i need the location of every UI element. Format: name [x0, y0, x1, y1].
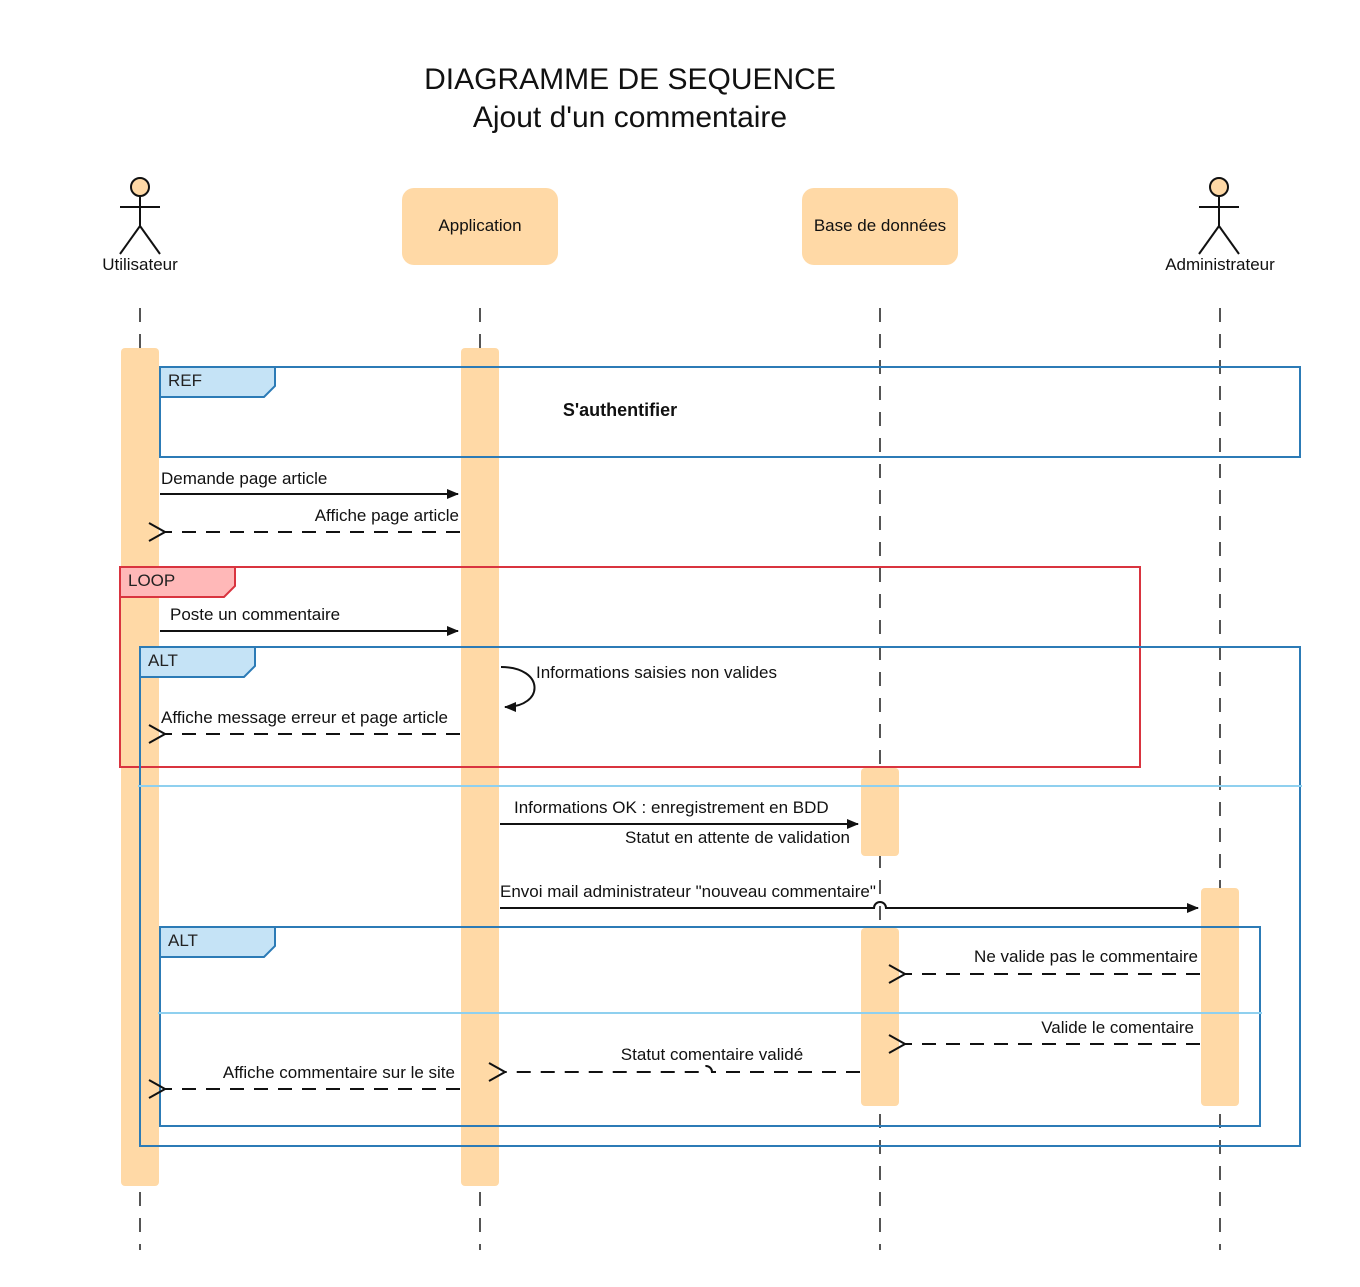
message-label: Affiche commentaire sur le site — [223, 1063, 455, 1082]
fragment-tag-alt — [139, 646, 256, 678]
diagram-subtitle: Ajout d'un commentaire — [473, 101, 787, 134]
message-label: Informations OK : enregistrement en BDD — [514, 798, 829, 817]
ref-text: S'authentifier — [563, 400, 677, 420]
message-infos-non-valides: Informations saisies non valides — [500, 663, 777, 712]
fragment-tag-ref — [159, 366, 276, 398]
fragment-ref: REF S'authentifier — [159, 366, 1301, 458]
activation-base-2 — [861, 928, 899, 1106]
participant-base: Base de données — [802, 188, 958, 265]
fragment-tag-label: REF — [168, 371, 202, 390]
message-affiche-commentaire: Affiche commentaire sur le site — [165, 1063, 460, 1089]
message-affiche-erreur: Affiche message erreur et page article — [161, 708, 460, 734]
message-label: Demande page article — [161, 469, 327, 488]
participant-application: Application — [402, 188, 558, 265]
fragment-tag-label: LOOP — [128, 571, 175, 590]
message-sublabel: Statut en attente de validation — [625, 828, 850, 847]
message-label: Statut comentaire validé — [621, 1045, 803, 1064]
participant-label-base: Base de données — [814, 216, 946, 235]
diagram-title: DIAGRAMME DE SEQUENCE — [424, 63, 836, 96]
message-statut-valide: Statut comentaire validé — [505, 1045, 860, 1072]
message-label: Affiche message erreur et page article — [161, 708, 448, 727]
message-label: Ne valide pas le commentaire — [974, 947, 1198, 966]
fragment-loop: LOOP — [119, 566, 1141, 768]
fragment-tag-loop — [119, 566, 236, 598]
message-envoi-mail: Envoi mail administrateur "nouveau comme… — [500, 882, 1199, 913]
lifelines — [139, 308, 1221, 1250]
fragment-tag-alt — [159, 926, 276, 958]
participant-label-application: Application — [438, 216, 521, 235]
fragment-alt-inner: ALT — [158, 926, 1262, 1127]
actor-label-utilisateur: Utilisateur — [102, 255, 178, 274]
message-label: Envoi mail administrateur "nouveau comme… — [500, 882, 876, 901]
activation-base-1 — [861, 768, 899, 856]
activation-administrateur — [1201, 888, 1239, 1106]
message-infos-ok: Informations OK : enregistrement en BDD … — [500, 798, 859, 847]
message-poste-commentaire: Poste un commentaire — [160, 605, 459, 636]
fragment-tag-label: ALT — [168, 931, 198, 950]
actor-administrateur: Administrateur — [1165, 177, 1275, 274]
message-label: Poste un commentaire — [170, 605, 340, 624]
message-affiche-page: Affiche page article — [165, 506, 460, 532]
message-ne-valide-pas: Ne valide pas le commentaire — [905, 947, 1200, 974]
actor-head-icon — [1209, 177, 1229, 197]
message-demande-page: Demande page article — [160, 469, 459, 499]
message-label: Valide le comentaire — [1041, 1018, 1194, 1037]
message-valide: Valide le comentaire — [905, 1018, 1200, 1044]
message-label: Affiche page article — [315, 506, 459, 525]
message-label: Informations saisies non valides — [536, 663, 777, 682]
actor-utilisateur: Utilisateur — [102, 177, 178, 274]
actor-label-administrateur: Administrateur — [1165, 255, 1275, 274]
fragment-alt-outer: ALT — [138, 646, 1302, 1147]
actor-head-icon — [130, 177, 150, 197]
fragment-tag-label: ALT — [148, 651, 178, 670]
